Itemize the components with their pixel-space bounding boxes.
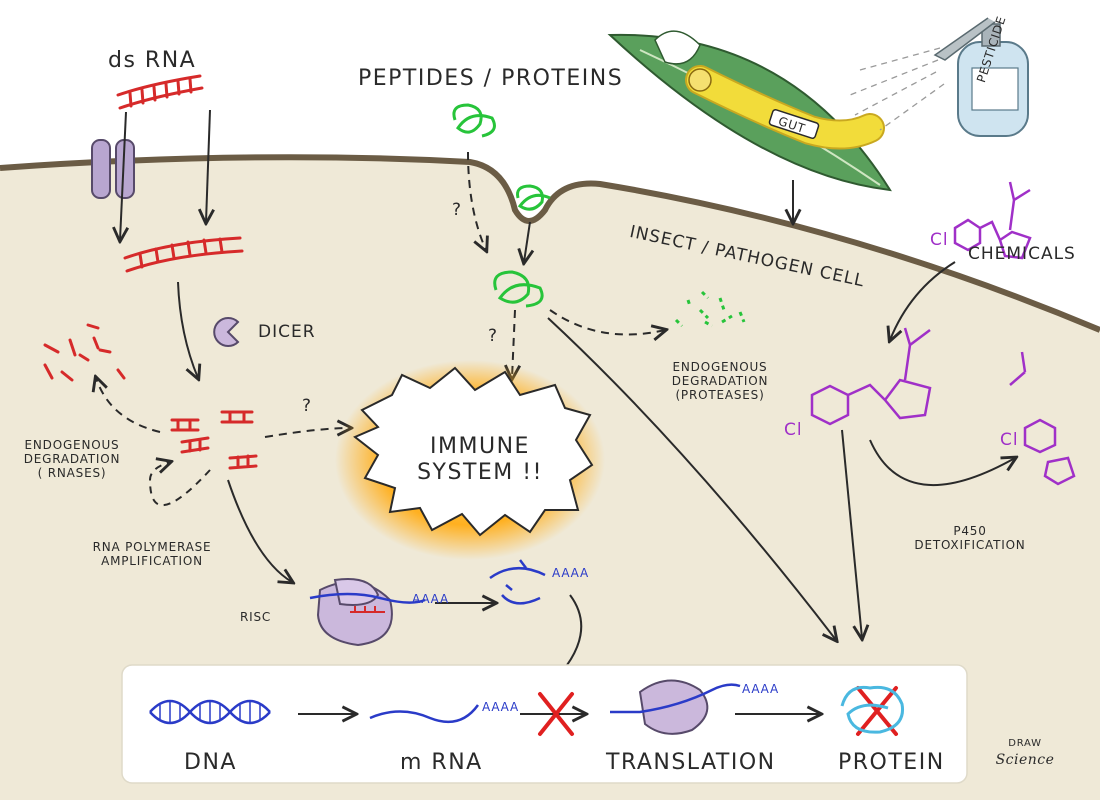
chlorine-label-1: Cl	[930, 230, 949, 250]
question-mark-3: ?	[302, 396, 313, 416]
immune-burst-icon	[335, 360, 605, 560]
translation-label: TRANSLATION	[606, 750, 776, 775]
endogenous-degradation-proteases-label: ENDOGENOUS DEGRADATION (PROTEASES)	[671, 360, 769, 403]
membrane-channel-icon	[91, 139, 135, 199]
dicer-label: DICER	[258, 322, 316, 342]
mrna-strand	[369, 704, 480, 724]
polya-tail-translation: AAAA	[742, 682, 780, 696]
mrna-label: m RNA	[400, 750, 483, 775]
chlorine-label-3: Cl	[1000, 430, 1019, 450]
risc-mrna	[309, 592, 426, 604]
p450-detoxification-label: P450 DETOXIFICATION	[914, 524, 1026, 553]
question-mark-1: ?	[452, 200, 463, 220]
spray-lines	[849, 47, 945, 131]
cleaved-mrna	[489, 559, 546, 605]
translation-mrna	[610, 683, 741, 714]
chemical-structures	[810, 181, 1076, 486]
question-mark-2: ?	[488, 326, 499, 346]
dna-label: DNA	[184, 750, 237, 775]
protein-label: PROTEIN	[838, 750, 945, 775]
peptides-label: PEPTIDES / PROTEINS	[358, 66, 624, 91]
draw-science-logo-bottom: Science	[995, 752, 1055, 768]
polya-tail-cleaved: AAAA	[552, 566, 590, 580]
dna-helix-icon	[149, 699, 271, 725]
polya-tail-mrna: AAAA	[482, 700, 520, 714]
immune-system-label: IMMUNE SYSTEM !!	[417, 434, 543, 485]
endogenous-degradation-rnases-label: ENDOGENOUS DEGRADATION ( RNASES)	[23, 438, 121, 481]
peptide-coils	[452, 103, 746, 328]
chemicals-label: CHEMICALS	[968, 244, 1076, 264]
risc-label: RISC	[240, 610, 272, 624]
cell-membrane	[0, 154, 1100, 333]
dsrna-molecules	[43, 74, 258, 470]
draw-science-logo-top: DRAW	[1008, 738, 1042, 749]
dsrna-label: ds RNA	[108, 48, 197, 73]
rna-polymerase-amplification-label: RNA POLYMERASE AMPLIFICATION	[92, 540, 212, 569]
dicer-icon	[213, 317, 240, 347]
red-x-icon	[538, 686, 898, 736]
protein-coil-icon	[840, 685, 905, 734]
ribosome-icon	[638, 679, 709, 735]
polya-tail-risc: AAAA	[412, 592, 450, 606]
risc-icon	[316, 578, 393, 647]
risc-guide-rna	[350, 606, 385, 613]
chlorine-label-2: Cl	[784, 420, 803, 440]
gene-expression-panel	[121, 664, 968, 784]
caterpillar-icon	[685, 65, 885, 150]
spray-bottle-icon	[933, 17, 1029, 137]
